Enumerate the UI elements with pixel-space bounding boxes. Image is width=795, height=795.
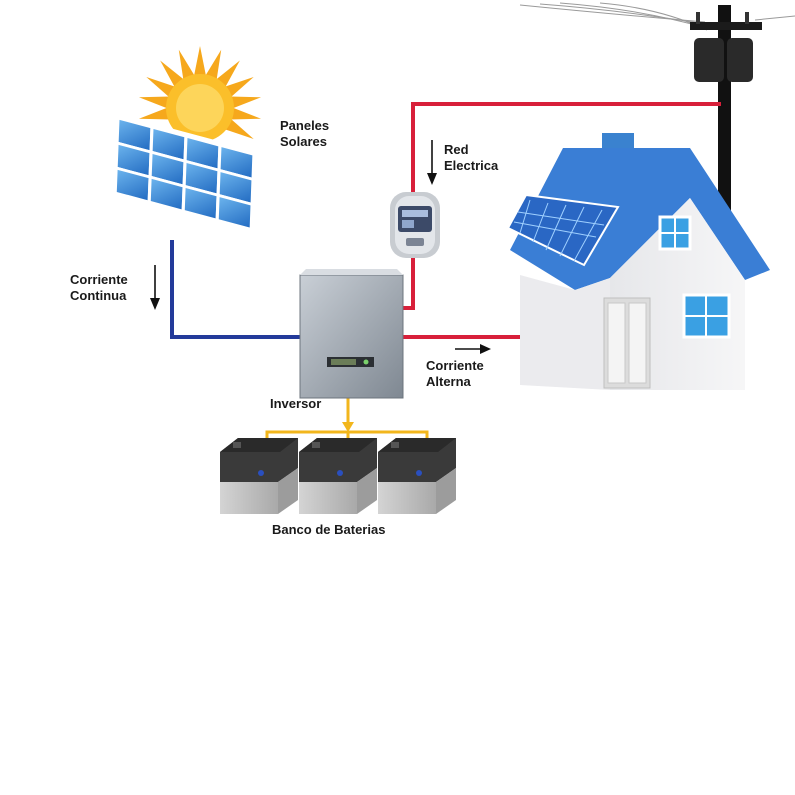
label-inversor: Inversor xyxy=(270,396,322,411)
battery-wire-arrow xyxy=(342,422,354,432)
house-icon xyxy=(506,133,770,390)
battery-icon xyxy=(378,438,456,514)
battery-icon xyxy=(299,438,377,514)
solar-panel-icon xyxy=(110,113,259,235)
dc-wire xyxy=(170,240,300,339)
label-red-electrica: Red Electrica xyxy=(444,142,499,173)
arrow-down-red xyxy=(427,140,437,185)
label-banco-de-baterias: Banco de Baterias xyxy=(272,522,386,537)
sun-icon xyxy=(138,46,262,142)
arrow-right-alterna xyxy=(455,344,491,354)
house-window-top xyxy=(658,215,692,251)
house-door xyxy=(603,297,651,389)
label-paneles-solares: Paneles Solares xyxy=(280,118,330,149)
label-corriente-continua: Corriente Continua xyxy=(70,272,128,303)
house-window-side xyxy=(682,293,731,339)
electric-meter-icon xyxy=(390,192,440,258)
power-pole-icon xyxy=(690,5,762,230)
inverter-icon xyxy=(299,269,404,399)
label-corriente-alterna: Corriente Alterna xyxy=(426,358,484,389)
arrow-down-continua xyxy=(150,265,160,310)
battery-icon xyxy=(220,438,298,514)
